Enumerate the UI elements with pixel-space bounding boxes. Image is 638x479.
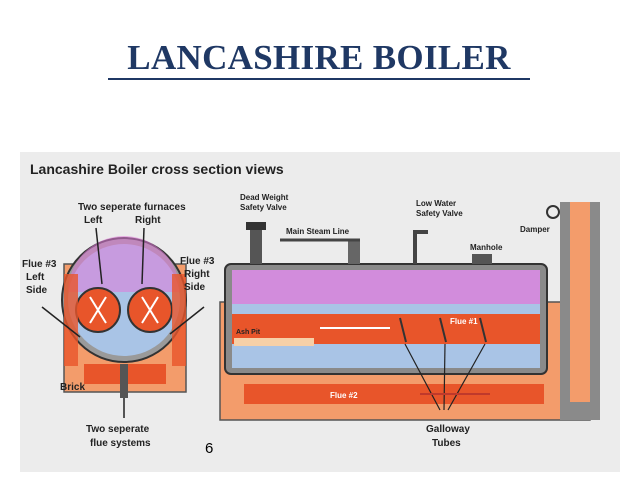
label-damper: Damper xyxy=(520,225,550,234)
label-brick: Brick xyxy=(60,382,85,393)
label-flue-systems-2: flue systems xyxy=(90,438,151,449)
flue3-right-channel xyxy=(172,274,186,366)
label-flue2: Flue #2 xyxy=(330,391,358,400)
label-furnaces: Two seperate furnaces xyxy=(78,202,186,213)
longitudinal-view: Dead Weight Safety Valve Main Steam Line… xyxy=(219,193,600,449)
right-grate-icon xyxy=(141,296,159,324)
boiler-diagram: Lancashire Boiler cross section views xyxy=(20,152,620,472)
page-number: 6 xyxy=(205,440,214,457)
steam-space-long xyxy=(232,270,540,304)
label-low-water-1: Low Water xyxy=(416,199,456,208)
damper-icon xyxy=(546,205,560,219)
pointer-galloway-3 xyxy=(447,343,486,411)
slide-title: LANCASHIRE BOILER xyxy=(127,38,511,77)
steam-stop-valve-icon xyxy=(348,240,360,264)
flue-divider xyxy=(120,364,128,398)
grate xyxy=(234,338,314,346)
pointer-flue3-left xyxy=(41,306,81,338)
dead-weight-valve-icon xyxy=(250,228,262,264)
chimney-flue xyxy=(570,202,590,402)
label-ash-pit: Ash Pit xyxy=(236,329,261,336)
label-flue3-right-2: Right xyxy=(184,269,210,280)
pointer-galloway-2 xyxy=(443,343,446,411)
galloway-tube-3 xyxy=(479,317,487,343)
low-water-valve-icon xyxy=(413,230,428,264)
label-flue3-left-1: Flue #3 xyxy=(22,259,57,270)
dead-weight-cap xyxy=(246,222,266,230)
boiler-diagram-svg: Lancashire Boiler cross section views xyxy=(22,161,600,449)
label-flue3-right-3: Side xyxy=(184,282,206,293)
galloway-tube-2 xyxy=(439,317,447,343)
label-dead-weight-2: Safety Valve xyxy=(240,203,287,212)
label-flue3-left-3: Side xyxy=(26,285,48,296)
label-flue3-left-2: Left xyxy=(26,272,45,283)
flue3-left-channel xyxy=(64,274,78,366)
steam-space xyxy=(68,236,180,292)
label-flue1: Flue #1 xyxy=(450,317,478,326)
label-flue-systems-1: Two seperate xyxy=(86,424,150,435)
left-grate-icon xyxy=(89,296,107,324)
manhole-icon xyxy=(472,254,492,264)
label-galloway-2: Tubes xyxy=(432,438,461,449)
label-manhole: Manhole xyxy=(470,243,503,252)
label-flue3-right-1: Flue #3 xyxy=(180,256,215,267)
pointer-galloway-1 xyxy=(404,343,441,411)
pointer-left xyxy=(95,227,103,285)
galloway-tube-1 xyxy=(399,317,407,343)
pointer-flue3-right xyxy=(169,306,205,335)
flue2-channel xyxy=(244,384,544,404)
pointer-right xyxy=(141,227,145,285)
label-left: Left xyxy=(84,215,103,226)
title-underline xyxy=(108,78,530,80)
label-low-water-2: Safety Valve xyxy=(416,209,463,218)
figure-heading: Lancashire Boiler cross section views xyxy=(30,161,284,177)
cross-section-view: Two seperate furnaces Left Right Flue #3… xyxy=(22,202,215,449)
label-dead-weight-1: Dead Weight xyxy=(240,193,289,202)
label-galloway-1: Galloway xyxy=(426,424,470,435)
label-right: Right xyxy=(135,215,161,226)
label-main-steam: Main Steam Line xyxy=(286,227,350,236)
